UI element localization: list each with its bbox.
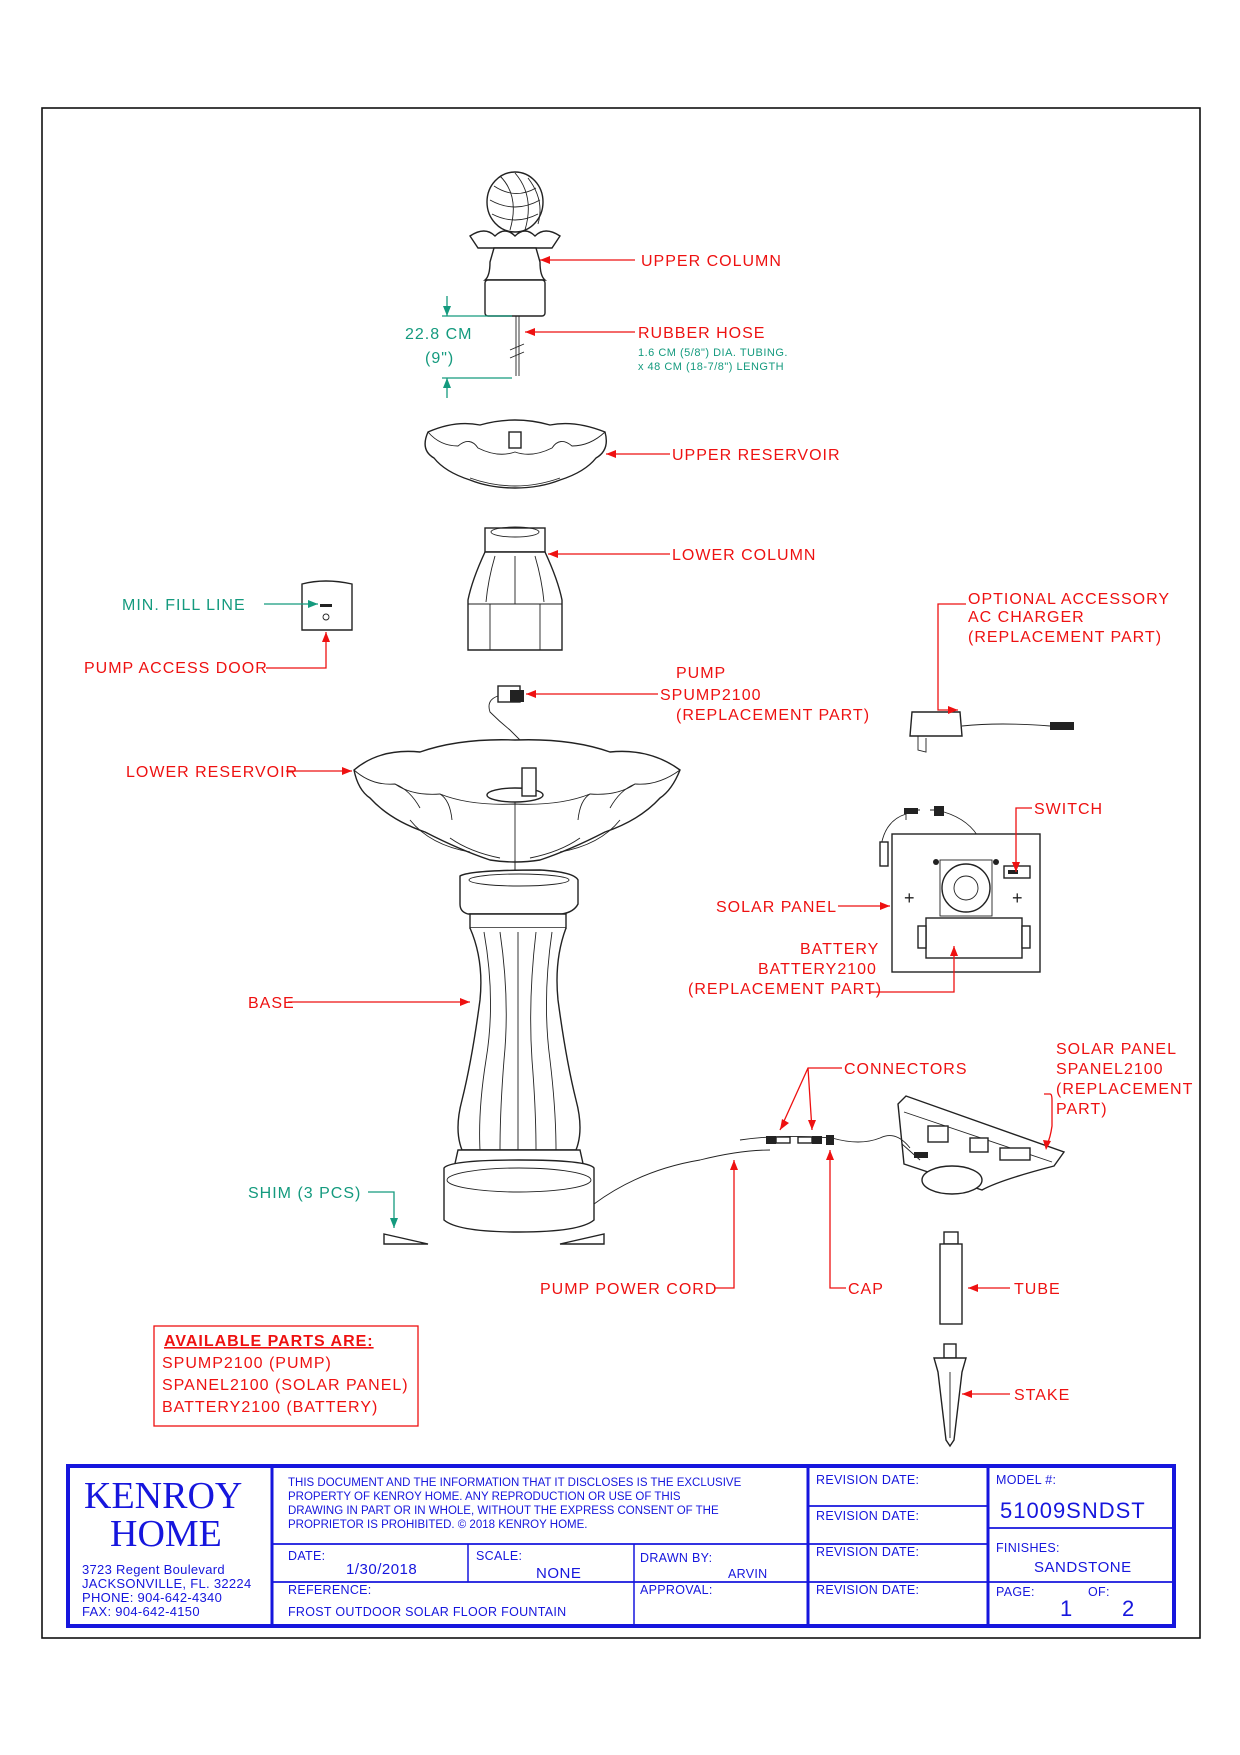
company-name-line-2: HOME bbox=[110, 1513, 222, 1555]
page-value: 1 bbox=[1060, 1596, 1073, 1621]
min-fill-line-label: MIN. FILL LINE bbox=[122, 597, 246, 614]
company-address: 3723 Regent Boulevard bbox=[82, 1562, 225, 1577]
switch-leader bbox=[1015, 807, 1032, 872]
company-name-line-1: KENROY bbox=[84, 1475, 242, 1517]
scale-value: NONE bbox=[536, 1565, 581, 1582]
notice-line-4: PROPRIETOR IS PROHIBITED. © 2018 KENROY … bbox=[288, 1519, 587, 1531]
dimension-cm: 22.8 CM bbox=[405, 326, 472, 343]
battery-part-number: BATTERY2100 bbox=[758, 961, 877, 978]
connectors-label: CONNECTORS bbox=[844, 1061, 968, 1078]
pump-access-door-part bbox=[301, 580, 353, 631]
stake-label: STAKE bbox=[1014, 1387, 1070, 1404]
model-value: 51009SNDST bbox=[1000, 1498, 1146, 1523]
notice-line-2: PROPERTY OF KENROY HOME. ANY REPRODUCTIO… bbox=[288, 1491, 681, 1503]
ac-charger-label: AC CHARGER bbox=[968, 609, 1085, 626]
revision-date-label: REVISION DATE: bbox=[816, 1473, 919, 1487]
page-label: PAGE: bbox=[996, 1585, 1035, 1599]
shim-label: SHIM (3 PCS) bbox=[248, 1185, 361, 1202]
model-label: MODEL #: bbox=[996, 1473, 1056, 1487]
ac-charger-replacement-note: (REPLACEMENT PART) bbox=[968, 629, 1162, 646]
available-part-item: BATTERY2100 (BATTERY) bbox=[162, 1399, 378, 1416]
company-fax: FAX: 904-642-4150 bbox=[82, 1604, 200, 1619]
solar-panel-back-part: + + bbox=[879, 806, 1041, 973]
stake-part bbox=[933, 1343, 967, 1448]
reference-label: REFERENCE: bbox=[288, 1583, 372, 1597]
available-part-item: SPANEL2100 (SOLAR PANEL) bbox=[162, 1377, 409, 1394]
pump-part bbox=[488, 685, 529, 749]
pump-power-cord-leader bbox=[714, 1160, 735, 1289]
ac-charger-leader bbox=[937, 603, 966, 711]
pump-access-door-leader bbox=[266, 632, 327, 669]
upper-column-label: UPPER COLUMN bbox=[641, 253, 782, 270]
drawn-by-label: DRAWN BY: bbox=[640, 1551, 712, 1565]
switch-label: SWITCH bbox=[1034, 801, 1103, 818]
lower-reservoir-part bbox=[353, 739, 681, 876]
spanel-replacement-note-1: (REPLACEMENT bbox=[1056, 1081, 1193, 1098]
available-parts-box bbox=[153, 1325, 419, 1427]
rubber-hose-label: RUBBER HOSE bbox=[638, 325, 765, 342]
cap-label: CAP bbox=[848, 1281, 884, 1298]
hose-dimension bbox=[442, 296, 512, 398]
upper-reservoir-label: UPPER RESERVOIR bbox=[672, 447, 841, 464]
revision-date-label: REVISION DATE: bbox=[816, 1583, 919, 1597]
svg-text:+: + bbox=[1012, 888, 1023, 908]
company-phone: PHONE: 904-642-4340 bbox=[82, 1590, 222, 1605]
notice-line-1: THIS DOCUMENT AND THE INFORMATION THAT I… bbox=[288, 1477, 742, 1489]
spanel-replacement-note-2: PART) bbox=[1056, 1101, 1108, 1118]
page-of-label: OF: bbox=[1088, 1585, 1110, 1599]
upper-column-part bbox=[469, 171, 561, 376]
date-label: DATE: bbox=[288, 1549, 325, 1563]
optional-accessory-label: OPTIONAL ACCESSORY bbox=[968, 591, 1170, 608]
dimension-in: (9") bbox=[425, 350, 454, 367]
solar-panel-2-leader bbox=[1044, 1093, 1053, 1147]
notice-line-3: DRAWING IN PART OR IN WHOLE, WITHOUT THE… bbox=[288, 1505, 719, 1517]
title-block bbox=[66, 1464, 1176, 1628]
date-value: 1/30/2018 bbox=[346, 1561, 417, 1578]
lower-column-label: LOWER COLUMN bbox=[672, 547, 816, 564]
base-label: BASE bbox=[248, 995, 295, 1012]
solar-panel-label: SOLAR PANEL bbox=[716, 899, 837, 916]
cap-leader bbox=[829, 1150, 846, 1289]
pump-power-cord-line bbox=[593, 1149, 771, 1205]
solar-panel-front-part bbox=[897, 1095, 1066, 1195]
battery-leader bbox=[870, 946, 955, 993]
reference-value: FROST OUTDOOR SOLAR FLOOR FOUNTAIN bbox=[288, 1605, 567, 1619]
lower-column-part bbox=[467, 526, 563, 651]
spanel-part-number: SPANEL2100 bbox=[1056, 1061, 1164, 1078]
base-part bbox=[443, 869, 595, 1233]
finishes-value: SANDSTONE bbox=[1034, 1559, 1132, 1576]
connector-parts bbox=[739, 1135, 911, 1149]
available-parts-title: AVAILABLE PARTS ARE: bbox=[164, 1333, 374, 1350]
finishes-label: FINISHES: bbox=[996, 1541, 1060, 1555]
sheet-border bbox=[41, 107, 1201, 1639]
pump-label: PUMP bbox=[676, 665, 726, 682]
tube-label: TUBE bbox=[1014, 1281, 1061, 1298]
company-city: JACKSONVILLE, FL. 32224 bbox=[82, 1576, 251, 1591]
pump-power-cord-label: PUMP POWER CORD bbox=[540, 1281, 717, 1298]
hose-note-line-2: x 48 CM (18-7/8") LENGTH bbox=[638, 361, 784, 373]
drawn-by-value: ARVIN bbox=[728, 1567, 767, 1581]
solar-panel-2-label: SOLAR PANEL bbox=[1056, 1041, 1177, 1058]
svg-text:+: + bbox=[904, 888, 915, 908]
pump-access-door-label: PUMP ACCESS DOOR bbox=[84, 660, 268, 677]
hose-note-line-1: 1.6 CM (5/8") DIA. TUBING. bbox=[638, 347, 788, 359]
scale-label: SCALE: bbox=[476, 1549, 522, 1563]
ac-charger-part bbox=[909, 711, 1074, 753]
connectors-leader bbox=[779, 1067, 842, 1131]
upper-reservoir-part bbox=[424, 419, 608, 489]
lower-reservoir-label: LOWER RESERVOIR bbox=[126, 764, 298, 781]
available-part-item: SPUMP2100 (PUMP) bbox=[162, 1355, 332, 1372]
battery-replacement-note: (REPLACEMENT PART) bbox=[688, 981, 882, 998]
tube-part bbox=[939, 1231, 963, 1325]
revision-date-label: REVISION DATE: bbox=[816, 1545, 919, 1559]
page-total-value: 2 bbox=[1122, 1596, 1135, 1621]
battery-label: BATTERY bbox=[800, 941, 879, 958]
shim-leader bbox=[368, 1191, 395, 1228]
pump-part-number: SPUMP2100 bbox=[660, 687, 762, 704]
revision-date-label: REVISION DATE: bbox=[816, 1509, 919, 1523]
approval-label: APPROVAL: bbox=[640, 1583, 713, 1597]
shim-parts bbox=[383, 1233, 605, 1245]
pump-replacement-note: (REPLACEMENT PART) bbox=[676, 707, 870, 724]
